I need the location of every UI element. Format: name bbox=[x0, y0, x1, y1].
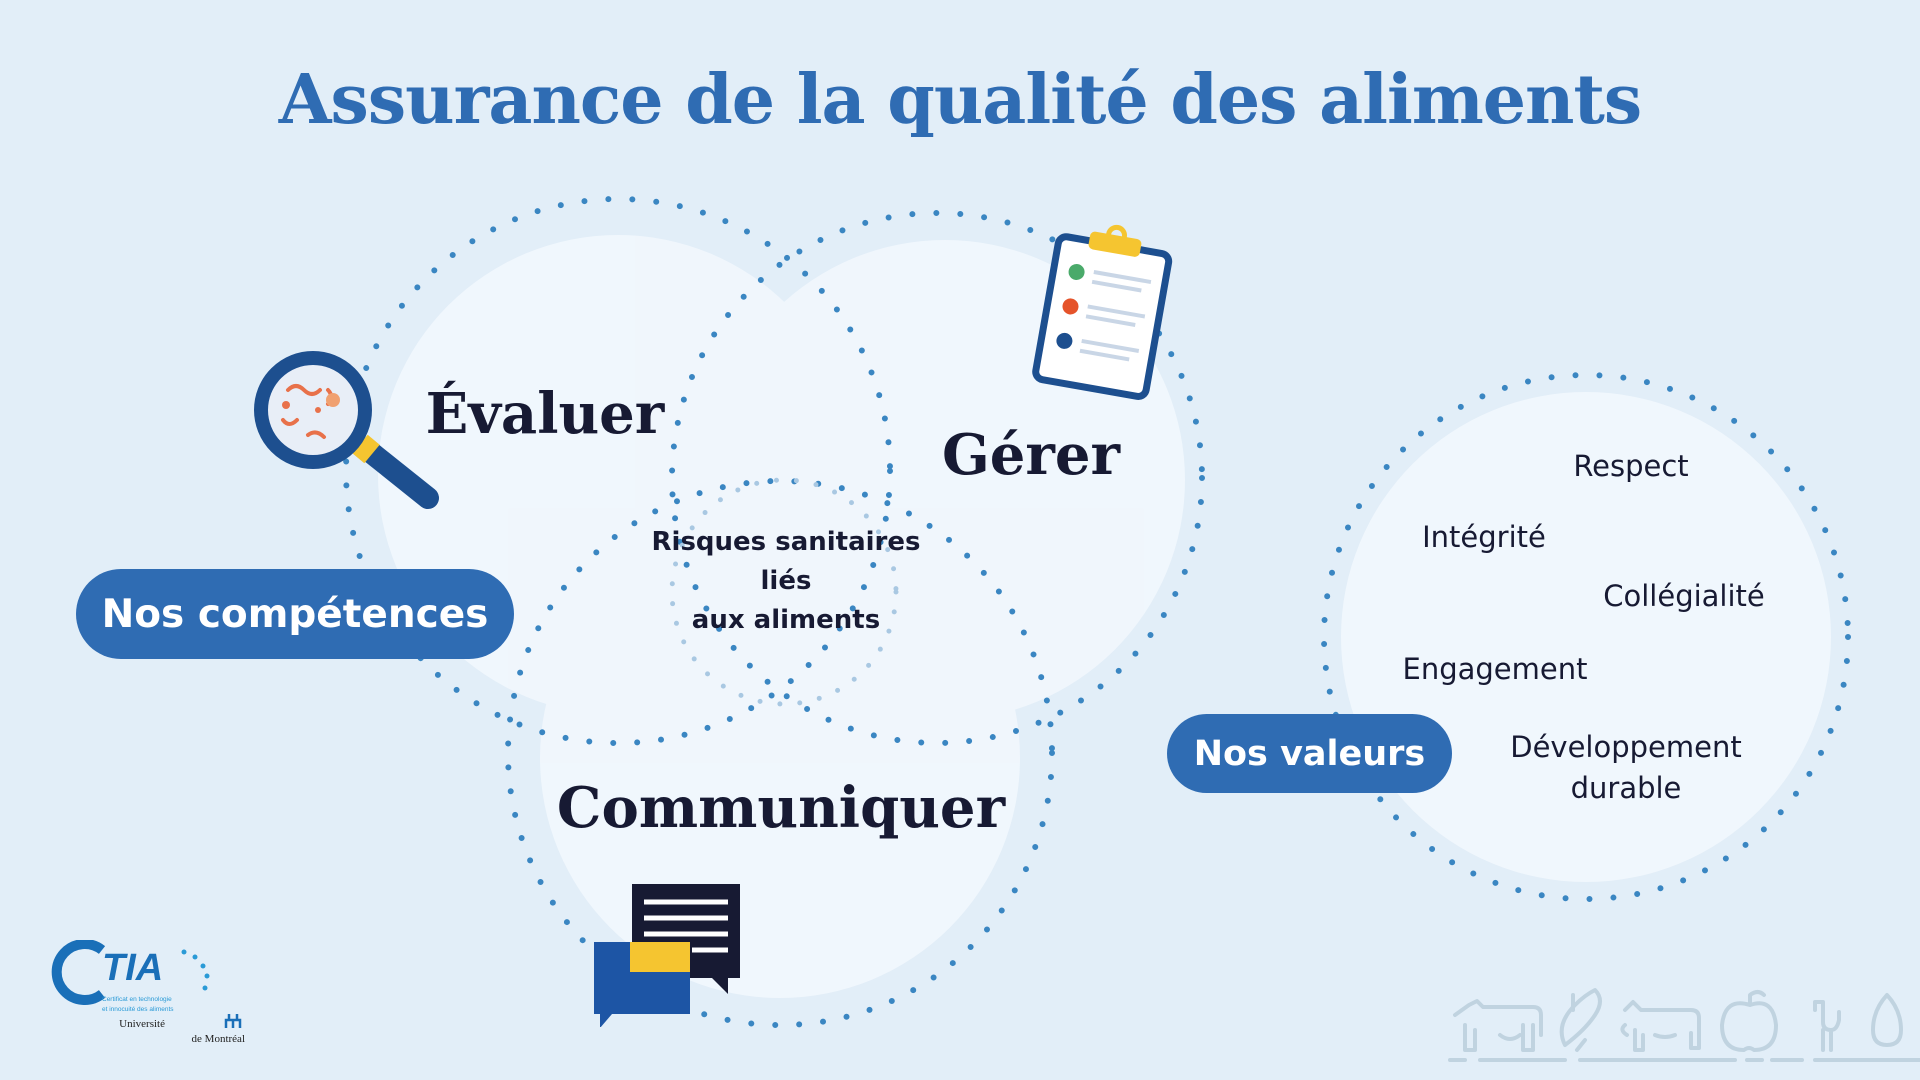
value-developpement-durable: Développement durable bbox=[1510, 727, 1741, 809]
value-collegialite: Collégialité bbox=[1603, 579, 1765, 613]
apple-icon bbox=[1720, 990, 1778, 1052]
chicken-icon bbox=[1813, 1000, 1841, 1052]
evaluer-label: Évaluer bbox=[425, 381, 665, 447]
communiquer-dotted-circle bbox=[505, 478, 1055, 1028]
gerer-dotted-circle bbox=[669, 210, 1205, 746]
logo-university-2: de Montréal bbox=[192, 1033, 245, 1045]
egg-icon bbox=[1871, 993, 1903, 1047]
logo-subtitle-1: Certificat en technologie bbox=[102, 996, 172, 1003]
center-line: aux aliments bbox=[691, 605, 881, 635]
cow-icon bbox=[1453, 999, 1543, 1052]
ctia-logo-mark: TIA Certificat en technologie et innocui… bbox=[51, 940, 245, 1045]
value-respect: Respect bbox=[1573, 449, 1689, 483]
center-line: liés bbox=[760, 566, 812, 596]
page-title: Assurance de la qualité des aliments bbox=[278, 60, 1642, 140]
value-line: Développement bbox=[1510, 730, 1742, 764]
evaluer-dotted-circle bbox=[343, 196, 893, 746]
corn-icon bbox=[1559, 988, 1602, 1052]
magnifier-bacteria-icon bbox=[254, 351, 439, 509]
logo-subtitle-2: et innocuité des aliments bbox=[102, 1006, 174, 1013]
value-integrite: Intégrité bbox=[1422, 520, 1546, 554]
gerer-label: Gérer bbox=[941, 422, 1121, 488]
pig-icon bbox=[1620, 1000, 1701, 1052]
communiquer-circle-fill bbox=[540, 518, 1020, 998]
communiquer-label: Communiquer bbox=[556, 775, 1006, 841]
logo-university-1: Université bbox=[119, 1018, 165, 1030]
logo-acronym: TIA bbox=[102, 947, 163, 989]
value-engagement: Engagement bbox=[1402, 652, 1588, 686]
clipboard-checklist-icon bbox=[1032, 224, 1173, 400]
valeurs-dotted-circle bbox=[1321, 372, 1851, 902]
nos-competences-badge: Nos compétences bbox=[76, 569, 514, 659]
center-risks-text: Risques sanitaires liés aux aliments bbox=[652, 523, 921, 640]
center-dotted-circle bbox=[669, 477, 899, 707]
chat-bubbles-icon bbox=[594, 884, 740, 1027]
food-icons-row bbox=[1448, 988, 1920, 1062]
center-line: Risques sanitaires bbox=[651, 527, 921, 557]
valeurs-circle-fill bbox=[1341, 392, 1831, 882]
value-line: durable bbox=[1570, 771, 1682, 805]
ctia-logo: TIA Certificat en technologie et innocui… bbox=[40, 940, 270, 1055]
nos-valeurs-badge: Nos valeurs bbox=[1167, 714, 1452, 793]
